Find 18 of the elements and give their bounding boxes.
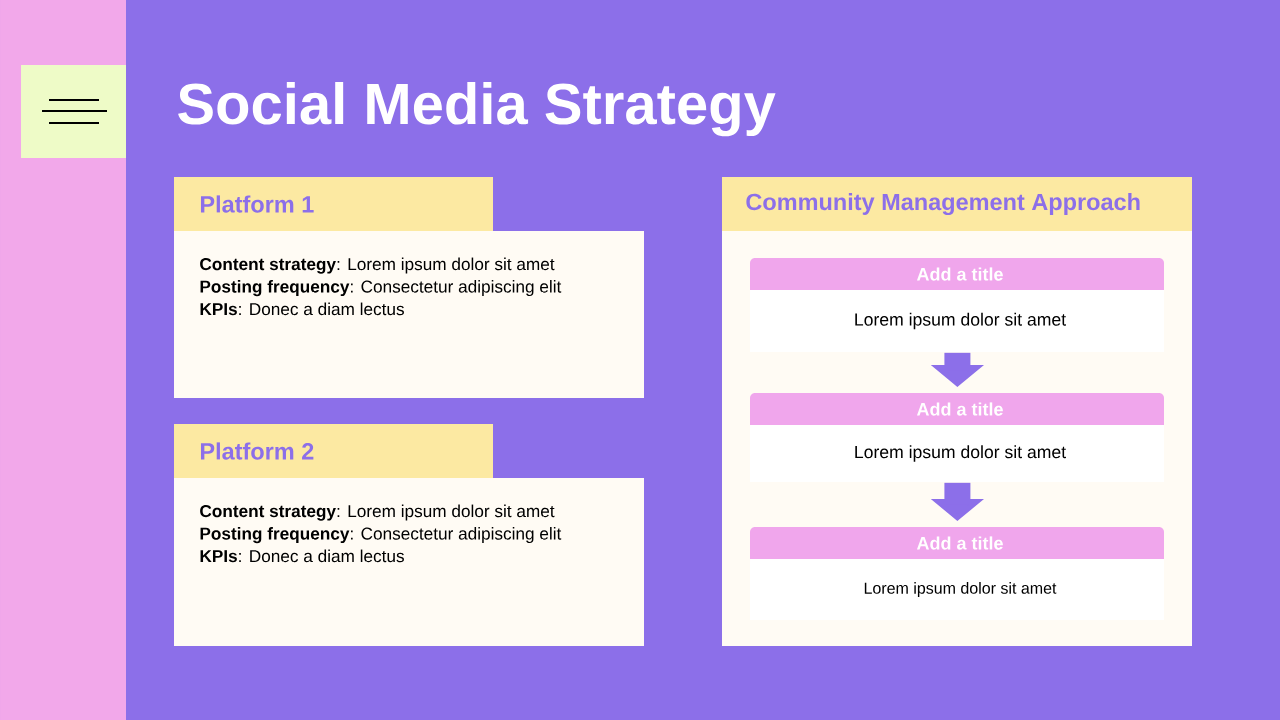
step-title: Add a title <box>916 536 1003 550</box>
card-heading: Platform 1 <box>201 195 314 213</box>
step-text: Lorem ipsum dolor sit amet <box>855 312 1066 330</box>
info-text: Posting frequency: Consectetur adipiscing elit <box>200 527 562 544</box>
info-text: KPIs: Donec a diam lectus <box>200 302 404 316</box>
info-card <box>174 177 644 398</box>
card-heading: Community Management Approach <box>746 193 1140 215</box>
step-title: Add a title <box>916 402 1003 416</box>
step-text: Lorem ipsum dolor sit amet <box>855 445 1066 462</box>
info-text: Posting frequency: Consectetur adipiscing elit <box>200 280 562 297</box>
step-text: Lorem ipsum dolor sit amet <box>864 582 1057 597</box>
info-text: Content strategy: Lorem ipsum dolor sit amet <box>200 257 555 274</box>
info-text: KPIs: Donec a diam lectus <box>200 549 404 563</box>
card-heading: Platform 2 <box>201 442 314 460</box>
info-text: Content strategy: Lorem ipsum dolor sit amet <box>200 504 555 521</box>
info-card <box>174 424 644 646</box>
title: Social Media Strategy <box>178 82 776 137</box>
step-title: Add a title <box>916 267 1003 281</box>
